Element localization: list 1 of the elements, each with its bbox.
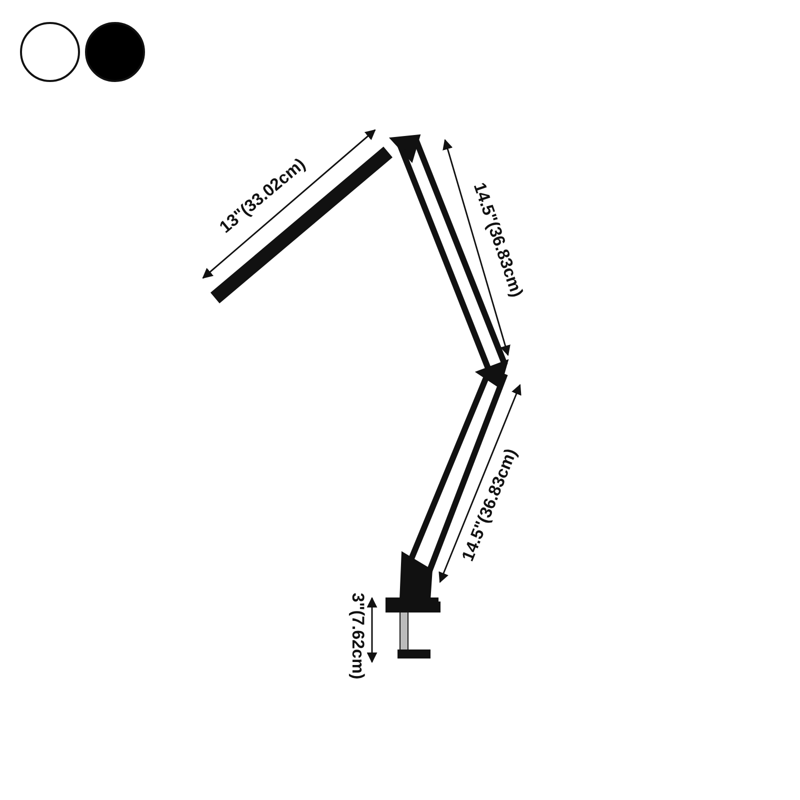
dimension-label: 3"(7.62cm) [346,592,367,680]
